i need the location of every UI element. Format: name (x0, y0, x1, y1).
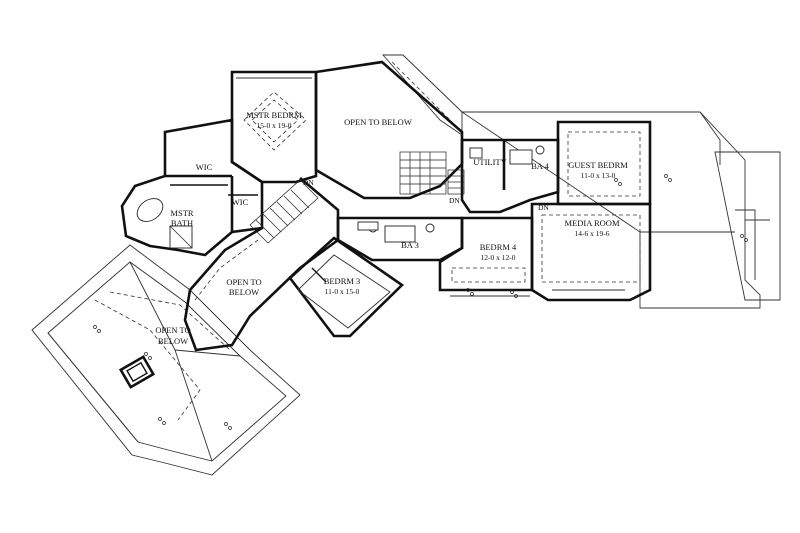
mstr-bedrm-dims: 15-0 x 19-0 (257, 121, 292, 130)
open-below-center-label2: BELOW (229, 287, 259, 297)
roof-ne-strip (382, 54, 463, 136)
shower (169, 225, 193, 249)
stair-dn-3: DN (538, 203, 549, 212)
mstr-bath-name: MSTR (170, 208, 193, 218)
ba-3-label: BA 3 (401, 240, 419, 250)
chimney (118, 355, 156, 389)
post-markers (93, 174, 748, 430)
stair-top (399, 151, 447, 195)
stair-utility (447, 169, 465, 195)
open-below-left-label: OPEN TO (155, 325, 190, 335)
wic-cluster-walls (120, 118, 264, 257)
wic-2-label: WIC (232, 197, 249, 207)
tub (136, 198, 164, 222)
ba-4-label: BA 4 (531, 161, 549, 171)
guest-bedrm-dims: 11-0 x 13-0 (581, 171, 616, 180)
open-below-center-label: OPEN TO (226, 277, 261, 287)
bedrm-3-name: BEDRM 3 (324, 276, 361, 286)
utility-ba4-walls (460, 138, 560, 214)
roof-right-wing (460, 111, 781, 309)
stair-dn-2: DN (449, 196, 460, 205)
guest-bedrm-name: GUEST BEDRM (568, 160, 628, 170)
mstr-bedrm-name: MSTR BEDRM (246, 110, 302, 120)
open-below-top-label: OPEN TO BELOW (344, 117, 412, 127)
bedrm-4-walls (438, 216, 534, 297)
media-room-dims: 14-6 x 19-6 (575, 229, 610, 238)
wic-1-label: WIC (196, 162, 213, 172)
open-below-top-walls (314, 60, 464, 200)
roof-left-wing (31, 244, 301, 476)
bedrm-4-dims: 12-0 x 12-0 (481, 253, 516, 262)
mstr-bath-name2: BATH (171, 218, 193, 228)
bedrm-4-name: BEDRM 4 (480, 242, 517, 252)
stair-main (249, 179, 319, 244)
bedrm-3-dims: 11-0 x 15-0 (325, 287, 360, 296)
utility-label: UTILITY (473, 157, 507, 167)
stair-dn-1: DN (303, 178, 314, 187)
media-room-name: MEDIA ROOM (564, 218, 619, 228)
open-below-left-label2: BELOW (158, 336, 188, 346)
bedrm-3-walls (288, 236, 405, 338)
